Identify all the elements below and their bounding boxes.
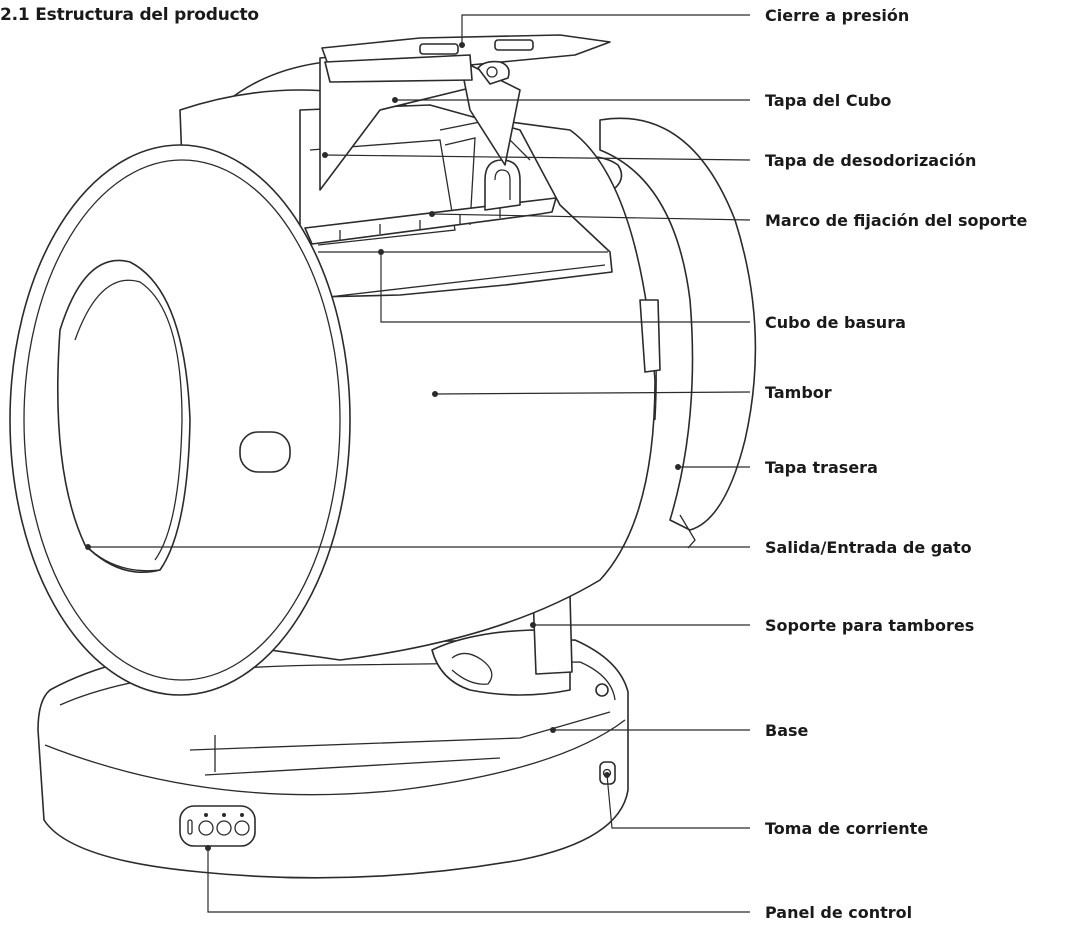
press-clip — [419, 39, 534, 85]
cat-entrance — [57, 259, 291, 573]
label-cierre: Cierre a presión — [765, 6, 909, 25]
drum-support — [431, 594, 573, 696]
label-marco: Marco de fijación del soporte — [765, 211, 1027, 230]
label-salida: Salida/Entrada de gato — [765, 538, 972, 557]
label-soporte: Soporte para tambores — [765, 616, 974, 635]
label-tapa-cubo: Tapa del Cubo — [765, 91, 891, 110]
label-tapa-desodorizacion: Tapa de desodorización — [765, 151, 976, 170]
drum-window-icon — [239, 431, 291, 473]
label-base: Base — [765, 721, 809, 740]
base — [37, 639, 629, 879]
control-panel-icon — [179, 805, 256, 847]
page-title: 2.1 Estructura del producto — [0, 5, 259, 25]
bin-lid — [319, 34, 611, 191]
label-cubo: Cubo de basura — [765, 313, 906, 332]
label-tambor: Tambor — [765, 383, 832, 402]
label-toma: Toma de corriente — [765, 819, 928, 838]
waste-bin-opening — [299, 104, 613, 299]
label-panel: Panel de control — [765, 903, 912, 922]
label-tapa-trasera: Tapa trasera — [765, 458, 878, 477]
leader-lines — [85, 14, 751, 913]
